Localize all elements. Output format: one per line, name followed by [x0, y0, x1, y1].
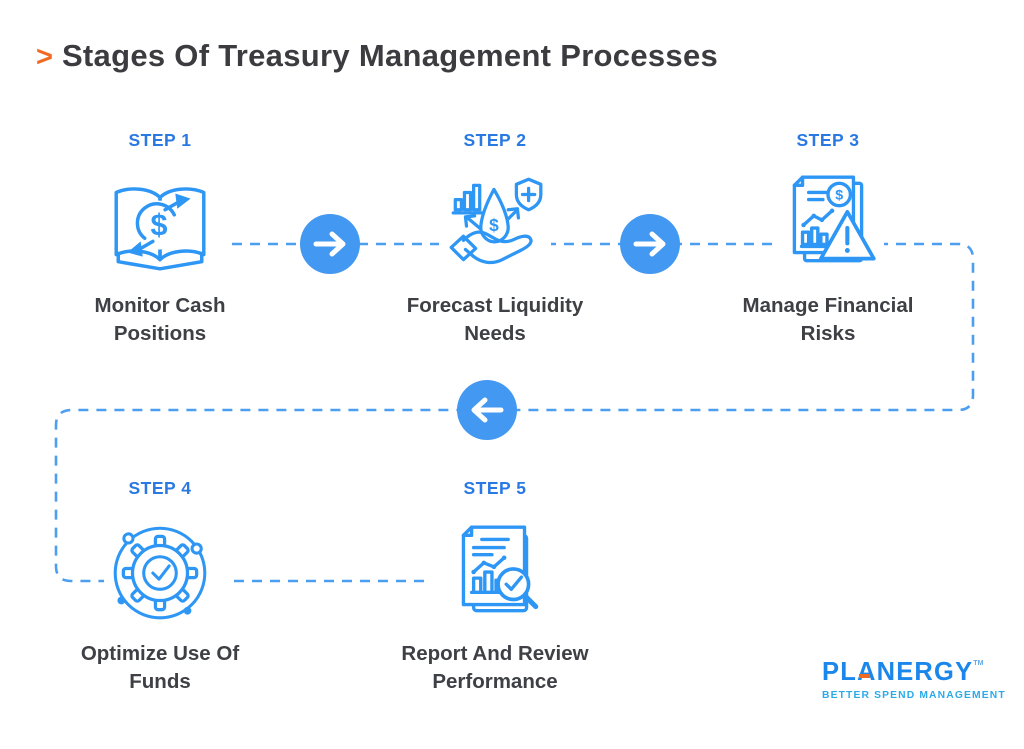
page-title: > Stages Of Treasury Management Processe…: [36, 38, 718, 74]
arrow-left-icon: [457, 380, 517, 440]
step-5-caption: Report And Review Performance: [401, 642, 589, 694]
arrow-right-icon: [620, 214, 680, 274]
optimize-funds-icon: [104, 515, 216, 627]
forecast-liquidity-icon: $: [439, 167, 551, 279]
step-block-2: STEP 2 $ Forecast Liquidity Needs: [365, 130, 625, 349]
dollar-glyph: $: [835, 188, 843, 204]
logo-accent-bar: [859, 674, 870, 678]
step-block-4: STEP 4: [30, 478, 290, 697]
report-review-icon: [439, 515, 551, 627]
planergy-logo: PLANERGYTM BETTER SPEND MANAGEMENT: [822, 658, 1006, 701]
step-block-1: STEP 1 $ Monitor Cash Positions: [30, 130, 290, 349]
manage-risks-icon: $: [772, 167, 884, 279]
step-1-label: STEP 1: [128, 130, 192, 150]
step-3-caption: Manage Financial Risks: [742, 294, 914, 346]
step-4-label: STEP 4: [128, 478, 192, 498]
step-block-5: STEP 5 Report And Review Per: [365, 478, 625, 697]
step-3-label: STEP 3: [796, 130, 860, 150]
step-4-caption: Optimize Use Of Funds: [80, 642, 240, 694]
trademark-symbol: TM: [973, 660, 984, 667]
step-2-label: STEP 2: [463, 130, 527, 150]
step-5-label: STEP 5: [463, 478, 527, 498]
step-block-3: STEP 3 $ Ma: [698, 130, 958, 349]
logo-tagline: BETTER SPEND MANAGEMENT: [822, 689, 1006, 701]
monitor-cash-icon: $: [104, 167, 216, 279]
arrow-right-icon: [300, 214, 360, 274]
chevron-icon: >: [36, 41, 53, 73]
dollar-glyph: $: [150, 208, 167, 242]
dollar-glyph: $: [489, 215, 499, 235]
step-1-caption: Monitor Cash Positions: [94, 294, 226, 346]
planergy-logo-wordmark: PLANERGYTM: [822, 658, 1006, 686]
page-title-text: Stages Of Treasury Management Processes: [61, 38, 719, 73]
logo-name-text: PLANERGY: [822, 658, 974, 686]
step-2-caption: Forecast Liquidity Needs: [406, 294, 584, 346]
